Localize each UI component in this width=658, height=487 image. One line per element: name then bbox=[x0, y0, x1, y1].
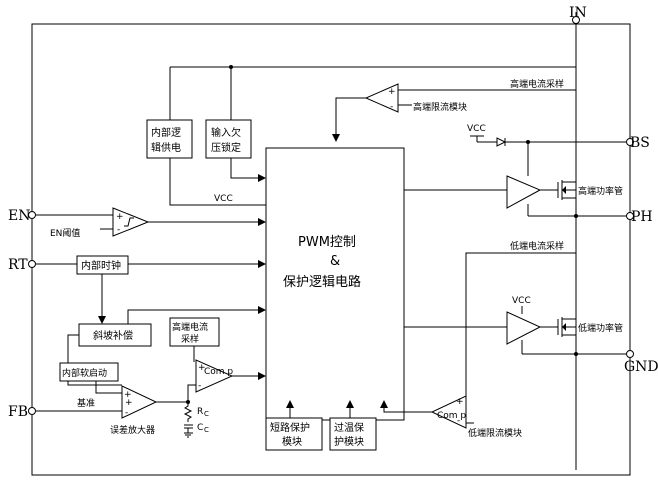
svg-text:+: + bbox=[125, 398, 133, 408]
pwm-control-core bbox=[265, 147, 405, 421]
short-circuit-protection bbox=[265, 417, 323, 451]
fb-pin-label: FB bbox=[8, 404, 28, 420]
hs-power-tube-label: 高端功率管 bbox=[578, 185, 623, 197]
error-amplifier bbox=[121, 385, 158, 419]
hs-current-sample-label: 高端电流采样 bbox=[510, 78, 564, 90]
ls-limit-comparator bbox=[430, 395, 467, 429]
svg-text:-: - bbox=[198, 381, 201, 391]
svg-text:+: + bbox=[388, 87, 396, 97]
ph-pin-label: PH bbox=[631, 209, 653, 225]
svg-text:斜坡补偿: 斜坡补偿 bbox=[93, 329, 133, 342]
pwm-comparator bbox=[195, 359, 234, 393]
hs-current-sense bbox=[169, 317, 220, 347]
en-threshold-label: EN阈值 bbox=[50, 227, 80, 239]
svg-text:+: + bbox=[124, 390, 132, 400]
svg-text:内部逻: 内部逻 bbox=[151, 126, 181, 139]
reference-label: 基准 bbox=[77, 397, 95, 409]
svg-text:模块: 模块 bbox=[282, 436, 302, 448]
rt-pin-label: RT bbox=[8, 257, 28, 273]
thermal-protection bbox=[329, 417, 377, 451]
ph-pin bbox=[626, 212, 634, 220]
en-pin-label: EN bbox=[8, 208, 30, 224]
chip-outline bbox=[31, 23, 631, 476]
internal-soft-start bbox=[59, 362, 119, 382]
svg-text:-: - bbox=[117, 225, 120, 235]
en-pin bbox=[28, 211, 36, 219]
svg-text:C: C bbox=[204, 410, 209, 418]
svg-text:Com p: Com p bbox=[437, 411, 466, 421]
svg-text:高端电流: 高端电流 bbox=[172, 321, 208, 333]
vcc-ls-label: VCC bbox=[512, 296, 531, 306]
bs-pin-label: BS bbox=[630, 135, 650, 151]
bootstrap-diode bbox=[496, 137, 507, 147]
bs-pin bbox=[626, 138, 634, 146]
internal-logic-supply bbox=[146, 119, 193, 159]
svg-text:Com p: Com p bbox=[204, 367, 233, 377]
hs-limit-amp bbox=[364, 83, 399, 113]
svg-text:保护逻辑电路: 保护逻辑电路 bbox=[283, 274, 361, 290]
svg-text:+: + bbox=[198, 363, 206, 373]
fb-pin bbox=[28, 407, 36, 415]
ls-driver bbox=[506, 311, 542, 345]
error-amp-label: 误差放大器 bbox=[110, 424, 155, 436]
ls-current-sample-label: 低端电流采样 bbox=[510, 240, 564, 252]
svg-text:C: C bbox=[204, 426, 209, 434]
cc-label: C bbox=[197, 423, 203, 433]
gnd-pin bbox=[626, 350, 634, 358]
hs-driver bbox=[506, 175, 542, 209]
gnd-pin-label: GND bbox=[624, 359, 658, 375]
in-pin bbox=[572, 16, 580, 24]
svg-text:+: + bbox=[456, 397, 464, 407]
en-comparator bbox=[112, 207, 150, 237]
svg-text:-: - bbox=[390, 102, 393, 112]
svg-text:&: & bbox=[330, 254, 340, 269]
svg-text:压锁定: 压锁定 bbox=[211, 141, 241, 154]
svg-text:过温保: 过温保 bbox=[334, 421, 364, 434]
vcc-bootstrap-label: VCC bbox=[467, 124, 486, 134]
ls-current-limit-label: 低端限流模块 bbox=[468, 427, 522, 439]
rt-pin bbox=[28, 260, 36, 268]
hs-current-limit-label: 高端限流模块 bbox=[413, 101, 467, 113]
uvlo-block bbox=[205, 119, 252, 159]
svg-text:内部软启动: 内部软启动 bbox=[62, 367, 107, 379]
svg-text:输入欠: 输入欠 bbox=[211, 126, 241, 139]
svg-text:采样: 采样 bbox=[181, 333, 199, 345]
svg-text:辑供电: 辑供电 bbox=[151, 141, 181, 154]
svg-text:短路保护: 短路保护 bbox=[270, 421, 310, 434]
vcc-supply-label: VCC bbox=[214, 194, 233, 204]
svg-text:-: - bbox=[125, 408, 128, 418]
rc-label: R bbox=[197, 407, 203, 417]
core-title: PWM控制 bbox=[298, 235, 356, 250]
ls-power-tube-label: 低端功率管 bbox=[578, 322, 623, 334]
svg-text:-: - bbox=[457, 416, 460, 426]
svg-text:护模块: 护模块 bbox=[334, 435, 364, 448]
svg-text:内部时钟: 内部时钟 bbox=[81, 259, 121, 272]
svg-text:+: + bbox=[116, 212, 124, 222]
in-pin-label: IN bbox=[569, 5, 587, 21]
